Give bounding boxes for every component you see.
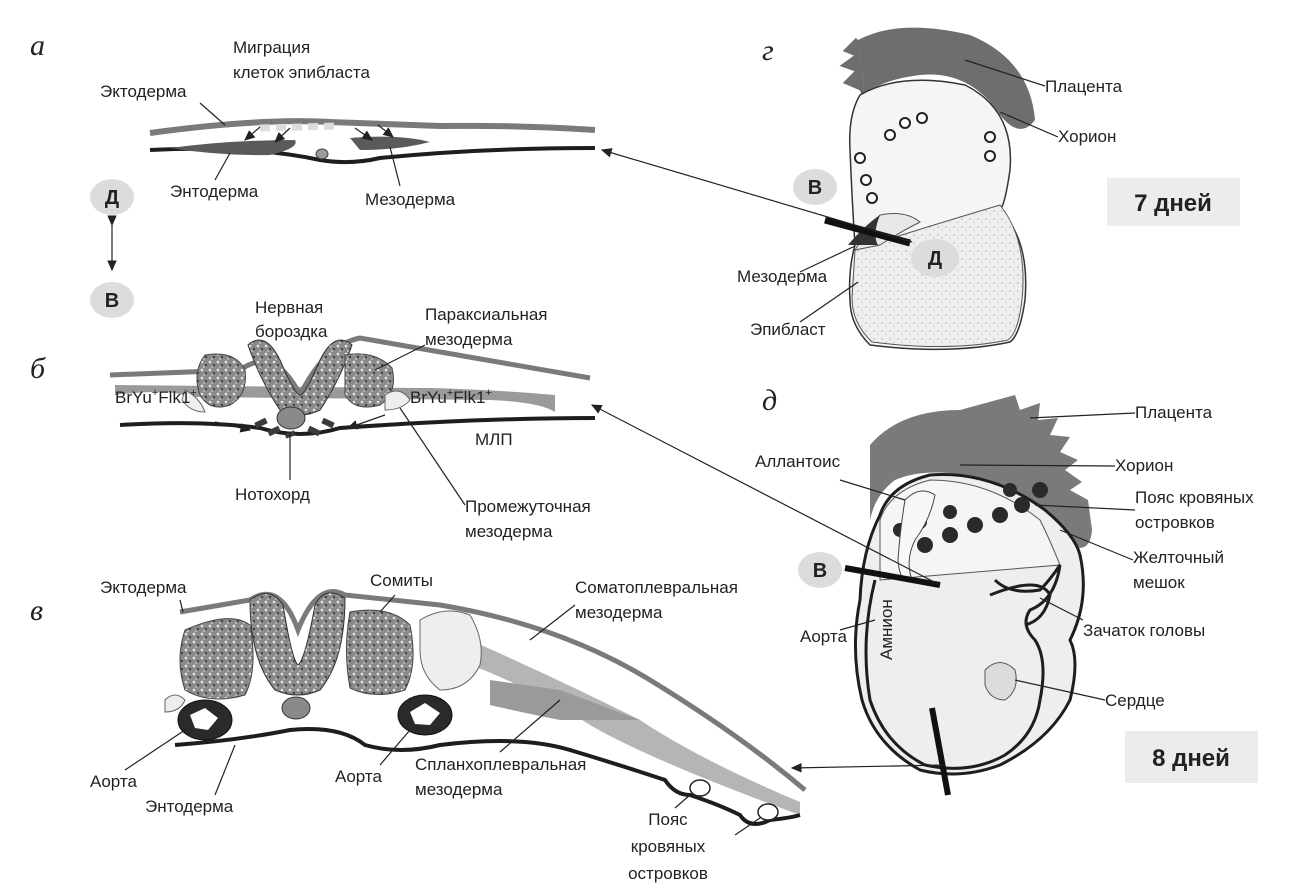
v-blood-islands-label-2: кровяных: [631, 837, 706, 856]
d-heart: [985, 663, 1016, 701]
a-mesoderm-label: Мезодерма: [365, 190, 456, 209]
panel-letter-b: б: [30, 352, 46, 385]
b-paraxial-label-2: мезодерма: [425, 330, 513, 349]
v-ectoderm-label: Эктодерма: [100, 578, 187, 597]
v-blood-islands-label-3: островков: [628, 864, 708, 883]
v-blood-islands-leader-1: [675, 795, 690, 808]
b-intermediate-label-2: мезодерма: [465, 522, 553, 541]
panel-letter-v: в: [30, 594, 43, 627]
b-neural-groove-label-2: бороздка: [255, 322, 328, 341]
v-splanchno-label-2: мезодерма: [415, 780, 503, 799]
d-blood-islands-label-1: Пояс кровяных: [1135, 488, 1254, 507]
g-days-label: 7 дней: [1134, 190, 1212, 217]
panel-v: в Эктодерма Сомиты Соматоплевральная мез…: [30, 571, 805, 883]
b-neural-groove: [248, 340, 352, 415]
a-mesoderm-leader: [390, 147, 400, 186]
a-ectoderm-layer: [150, 121, 595, 133]
b-mlp-label: МЛП: [475, 430, 513, 449]
badge-ventral-d-text: В: [813, 560, 827, 582]
d-chorion-label: Хорион: [1115, 456, 1173, 475]
d-heart-label: Сердце: [1105, 691, 1165, 710]
b-paraxial-label-1: Параксиальная: [425, 305, 548, 324]
v-blood-island-1: [690, 780, 710, 796]
v-blood-islands-label-1: Пояс: [648, 810, 688, 829]
d-yolk-label-2: мешок: [1133, 573, 1185, 592]
v-somite-left: [180, 619, 253, 699]
d-days-label: 8 дней: [1152, 745, 1230, 772]
d-head-label: Зачаток головы: [1083, 621, 1205, 640]
d-placenta-label: Плацента: [1135, 403, 1213, 422]
v-aorta-left-label: Аорта: [90, 772, 137, 791]
b-intermediate-label-1: Промежуточная: [465, 497, 591, 516]
a-migration-label-1: Миграция: [233, 38, 310, 57]
v-endoderm-label: Энтодерма: [145, 797, 234, 816]
b-paraxial-leader: [375, 345, 425, 370]
badge-dorsal-left-text: Д: [105, 187, 119, 209]
g-placenta-label: Плацента: [1045, 77, 1123, 96]
panel-d: д В Амнион Плацента Аллантоис Хорион Поя…: [755, 384, 1258, 795]
b-notochord-label: Нотохорд: [235, 485, 310, 504]
a-endoderm-label: Энтодерма: [170, 182, 259, 201]
orientation-badges-left: Д В: [90, 179, 134, 318]
v-intermediate-mesoderm: [420, 611, 481, 690]
v-somato-label-2: мезодерма: [575, 603, 663, 622]
v-neural-tube: [250, 593, 345, 695]
a-endoderm-leader: [215, 153, 230, 180]
v-aorta-mid-label: Аорта: [335, 767, 382, 786]
badge-dorsal-g-text: Д: [928, 248, 942, 270]
v-somite-right: [347, 610, 414, 694]
badge-ventral-left-text: В: [105, 290, 119, 312]
panel-letter-d: д: [762, 384, 777, 417]
v-endoderm-leader: [215, 745, 235, 795]
v-somites-label: Сомиты: [370, 571, 433, 590]
v-aorta-left-leader: [125, 730, 185, 770]
panel-b: б Нервная бороздка Параксиальная мезодер…: [30, 298, 595, 541]
d-yolk-label-1: Желточный: [1133, 548, 1224, 567]
b-neural-groove-label-1: Нервная: [255, 298, 323, 317]
b-bryu-right: BrYu+Flk1+: [410, 387, 492, 407]
v-blood-island-2: [758, 804, 778, 820]
panel-letter-a: а: [30, 29, 45, 62]
panel-letter-g: г: [762, 34, 774, 67]
a-mesoderm-left: [170, 140, 296, 155]
a-ectoderm-leader: [200, 103, 225, 125]
a-notochord: [316, 149, 328, 159]
v-splanchno-label-1: Спланхоплевральная: [415, 755, 586, 774]
g-mesoderm-leader: [800, 246, 855, 272]
b-paraxial-left: [197, 354, 245, 407]
a-migration-zone: [260, 126, 340, 128]
panel-g: г В Д Плацента Хорион 7 дней Мезодерма Э…: [737, 28, 1240, 350]
g-chorion-label: Хорион: [1058, 127, 1116, 146]
a-arrow-1: [245, 127, 260, 140]
d-amnion-label: Амнион: [877, 599, 896, 660]
g-epiblast-label: Эпибласт: [750, 320, 826, 339]
badge-ventral-g-text: В: [808, 177, 822, 199]
a-migration-label-2: клеток эпибласта: [233, 63, 370, 82]
b-endoderm: [120, 418, 595, 434]
d-placenta-leader: [1030, 413, 1135, 418]
d-allantois-label: Аллантоис: [755, 452, 841, 471]
v-somato-label-1: Соматоплевральная: [575, 578, 738, 597]
g-mesoderm-label: Мезодерма: [737, 267, 828, 286]
b-notochord: [277, 407, 305, 429]
d-blood-islands-label-2: островков: [1135, 513, 1215, 532]
b-bryu-left: BrYu+Flk1+: [115, 387, 197, 407]
a-ectoderm-label: Эктодерма: [100, 82, 187, 101]
v-notochord: [282, 697, 310, 719]
